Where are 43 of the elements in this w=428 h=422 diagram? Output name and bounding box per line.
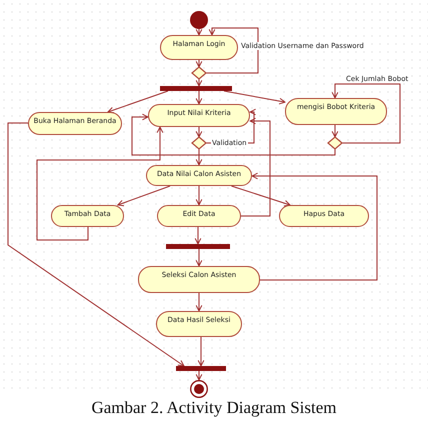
- arrow: [196, 78, 202, 86]
- arrow: [224, 90, 286, 104]
- arrow: [198, 336, 204, 366]
- arrow: [252, 172, 378, 280]
- activity-box: [285, 98, 387, 125]
- arrow: [36, 126, 164, 240]
- activity-box: [148, 104, 250, 127]
- arrow: [196, 370, 202, 380]
- activity-box: [28, 112, 122, 135]
- arrow: [8, 122, 184, 366]
- start-node: [190, 11, 208, 29]
- arrow: [117, 186, 171, 206]
- arrow: [240, 118, 270, 216]
- arrow: [196, 148, 202, 166]
- activity-box: [146, 165, 252, 186]
- activity-box: [51, 205, 124, 227]
- activity-box: [138, 266, 260, 293]
- arrow: [107, 90, 168, 114]
- arrow: [206, 28, 258, 74]
- arrow: [196, 292, 202, 312]
- end-node: [190, 380, 208, 398]
- activity-box: [157, 205, 241, 227]
- arrow: [332, 84, 400, 144]
- sync-bar: [160, 86, 232, 91]
- arrow: [196, 126, 202, 138]
- decision-diamond: [327, 136, 343, 150]
- arrow: [196, 248, 202, 266]
- activity-box: [156, 311, 242, 337]
- sync-bar: [166, 244, 230, 249]
- arrow: [196, 60, 202, 68]
- caption: Gambar 2. Activity Diagram Sistem: [90, 398, 338, 418]
- arrow: [196, 28, 202, 36]
- activity-box: [279, 205, 369, 227]
- decision-diamond: [191, 136, 207, 150]
- arrow: [196, 90, 202, 104]
- arrow: [194, 226, 202, 244]
- arrow: [132, 114, 336, 156]
- activity-box: [160, 35, 238, 60]
- sync-bar: [176, 366, 226, 371]
- arrow: [230, 186, 291, 206]
- arrow: [332, 124, 338, 138]
- decision-diamond: [191, 66, 207, 80]
- arrow: [196, 186, 202, 206]
